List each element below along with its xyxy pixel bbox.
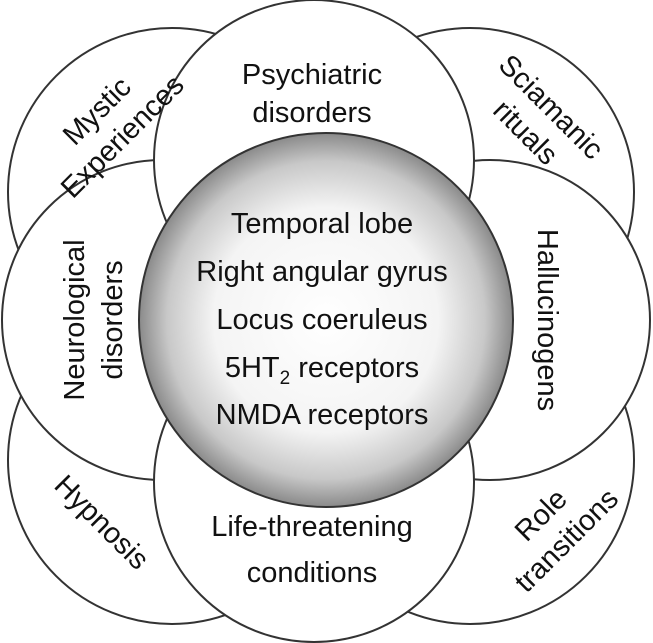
center-line-4: 5HT2 receptors [225, 352, 419, 389]
center-line-3: Locus coeruleus [216, 304, 427, 336]
label-neurological-1: Neurological [59, 239, 91, 400]
center-line-5: NMDA receptors [216, 399, 429, 431]
center-line-2: Right angular gyrus [196, 256, 447, 288]
circle-center [138, 132, 514, 508]
label-neurological-2: disorders [97, 260, 129, 379]
label-hallucinogens: Hallucinogens [531, 229, 563, 411]
label-life-1: Life-threatening [211, 511, 413, 543]
center-line-1: Temporal lobe [231, 208, 413, 240]
label-psychiatric-2: disorders [252, 97, 371, 129]
label-life-2: conditions [247, 557, 378, 589]
label-psychiatric-1: Psychiatric [242, 59, 382, 91]
